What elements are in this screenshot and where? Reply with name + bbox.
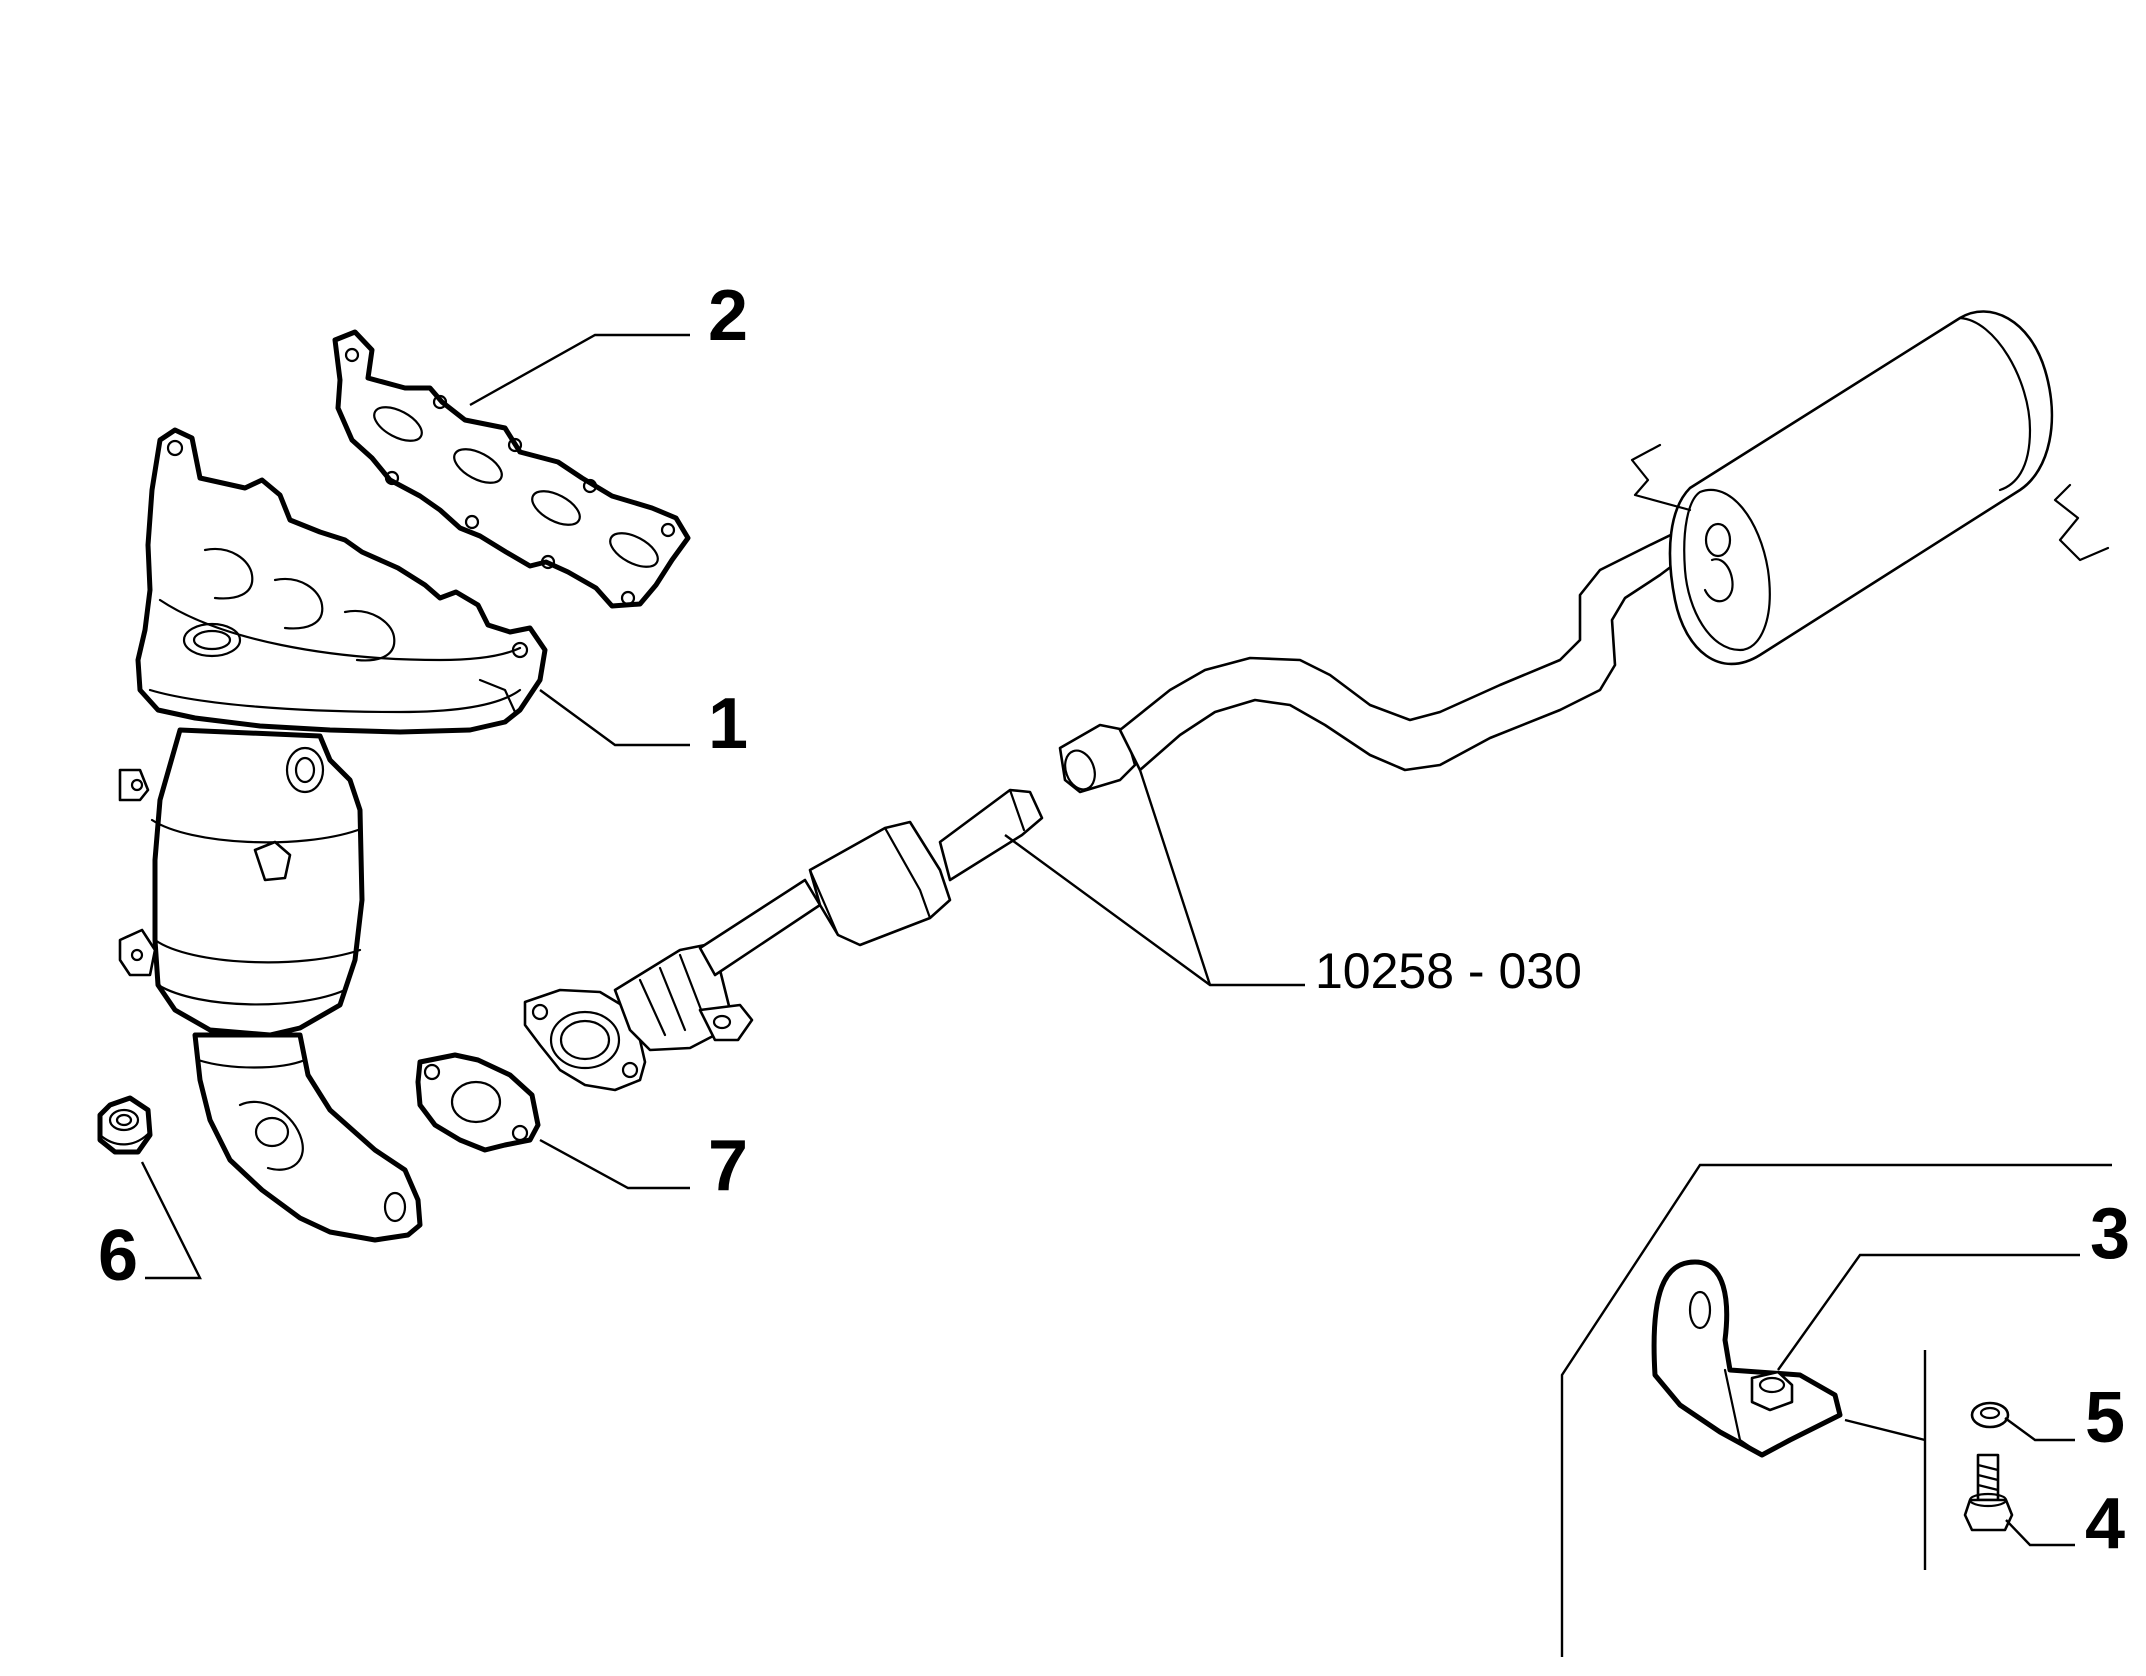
callout-2: 2 — [708, 276, 748, 356]
callout-5: 5 — [2085, 1378, 2125, 1458]
part-5-washer[interactable] — [1970, 1401, 2010, 1429]
leader-lines — [140, 333, 2080, 1547]
part-1-exhaust-manifold-catalytic-converter[interactable] — [118, 427, 548, 1243]
callout-7: 7 — [708, 1126, 748, 1206]
callout-1: 1 — [708, 684, 748, 764]
callout-6: 6 — [98, 1216, 138, 1296]
exhaust-pipe-assembly[interactable] — [523, 310, 2110, 1092]
reference-number: 10258 - 030 — [1315, 943, 1582, 999]
part-7-flange-gasket[interactable] — [415, 1052, 541, 1153]
inset-frame — [1560, 1163, 2112, 1657]
part-3-bracket[interactable] — [1651, 1259, 1843, 1458]
part-2-manifold-gasket[interactable] — [332, 329, 691, 609]
callout-4: 4 — [2085, 1484, 2125, 1564]
part-6-nut[interactable] — [97, 1095, 153, 1155]
callout-3: 3 — [2090, 1194, 2130, 1274]
part-4-bolt[interactable] — [1963, 1453, 2014, 1532]
